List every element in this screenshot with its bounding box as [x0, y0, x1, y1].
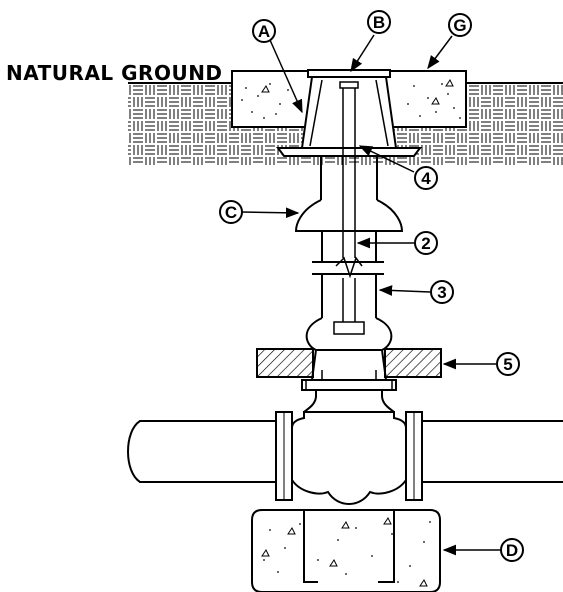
gate-valve-body [291, 411, 407, 505]
callout-5: 5 [496, 352, 520, 376]
callout-d: D [500, 538, 524, 562]
callout-a-label: A [258, 22, 270, 41]
thrust-block [251, 509, 441, 592]
callout-2-label: 2 [421, 234, 430, 253]
callout-d-label: D [506, 541, 518, 560]
support-plate [256, 348, 442, 378]
extension-stem [333, 88, 365, 335]
valve-box-shaft [294, 156, 404, 351]
valve-operator [310, 349, 388, 381]
callout-4: 4 [414, 166, 438, 190]
callout-g-label: G [453, 16, 466, 35]
callout-3: 3 [430, 280, 454, 304]
callout-a: A [252, 19, 276, 43]
callout-b-label: B [373, 13, 385, 32]
callout-3-label: 3 [437, 283, 446, 302]
callout-leaders [241, 34, 500, 556]
main-pipe [127, 411, 563, 501]
valve-box-top [276, 69, 422, 157]
callout-2: 2 [414, 231, 438, 255]
callout-5-label: 5 [503, 355, 512, 374]
callout-c: C [219, 200, 243, 224]
callout-b: B [367, 10, 391, 34]
callout-c-label: C [225, 203, 237, 222]
natural-ground-label: NATURAL GROUND [6, 61, 223, 85]
callout-4-label: 4 [421, 169, 431, 188]
callout-g: G [448, 13, 472, 37]
valve-bonnet [301, 379, 397, 413]
